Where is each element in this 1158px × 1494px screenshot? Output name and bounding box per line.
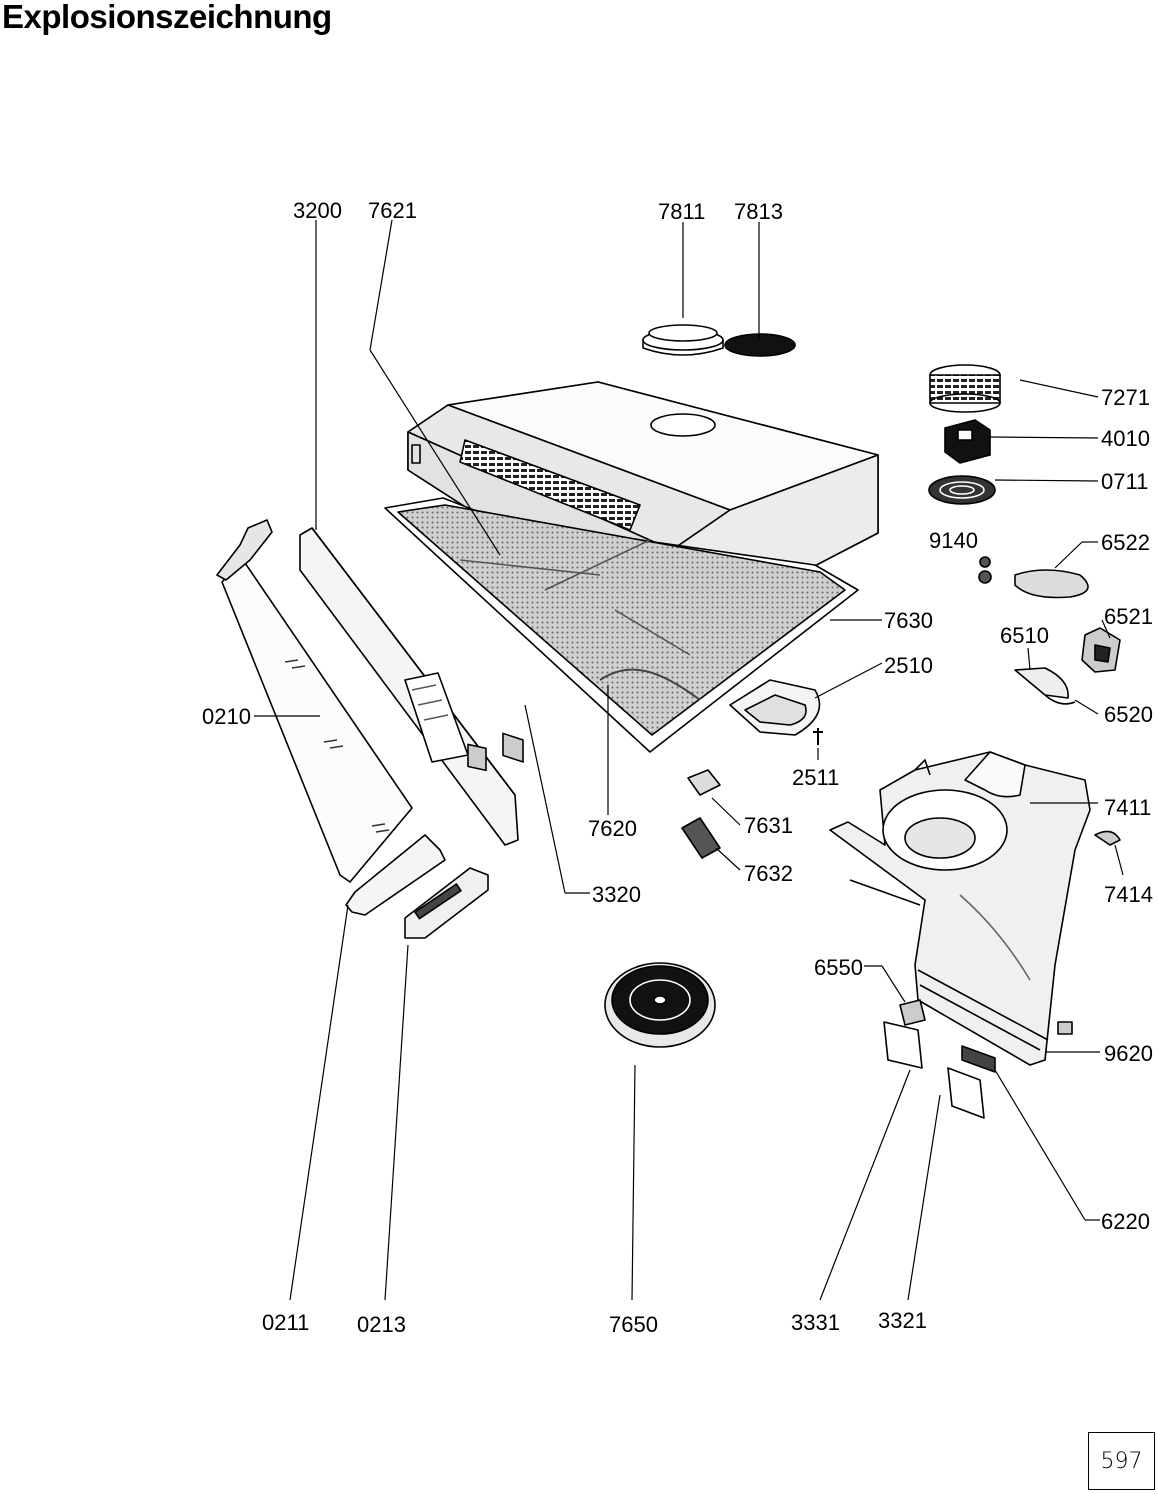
clip-3321 <box>947 1067 985 1119</box>
part-labels: 3200 7621 7811 7813 7271 4010 0711 9140 … <box>202 198 1153 1337</box>
part-label: 6550 <box>814 955 863 980</box>
part-label: 4010 <box>1101 426 1150 451</box>
part-label: 3331 <box>791 1310 840 1335</box>
part-label: 6522 <box>1101 530 1150 555</box>
part-label: 0210 <box>202 704 251 729</box>
carbon-filter-disc <box>724 333 796 357</box>
part-label: 3320 <box>592 882 641 907</box>
part-label: 7620 <box>588 816 637 841</box>
front-panel <box>299 527 519 846</box>
part-label: 6520 <box>1104 702 1153 727</box>
part-label: 7811 <box>658 199 705 224</box>
clip-3331 <box>883 1021 923 1069</box>
motor-fan-wheel <box>929 364 1001 413</box>
carbon-filter-round <box>604 962 716 1048</box>
part-label: 7621 <box>368 198 417 223</box>
part-label: 7631 <box>744 813 793 838</box>
clip-6220 <box>961 1045 996 1073</box>
exhaust-ring <box>642 324 724 356</box>
clip-7631 <box>687 769 721 796</box>
knob-7414 <box>1094 830 1121 846</box>
part-label: 9140 <box>929 528 978 553</box>
part-label: 7632 <box>744 861 793 886</box>
part-label: 0211 <box>262 1310 309 1335</box>
part-label: 7650 <box>609 1312 658 1337</box>
part-label: 6510 <box>1000 623 1049 648</box>
leader-lines <box>254 219 1124 1301</box>
motor-unit <box>944 419 991 464</box>
part-label: 3200 <box>293 198 342 223</box>
button-strip <box>404 867 489 939</box>
page-number: 597 <box>1088 1432 1155 1490</box>
clip-3320-a <box>467 743 487 772</box>
part-label: 3321 <box>878 1308 927 1333</box>
part-label: 7630 <box>884 608 933 633</box>
part-label: 6220 <box>1101 1209 1150 1234</box>
clip-7632 <box>681 817 721 859</box>
part-label: 9620 <box>1104 1041 1153 1066</box>
part-label: 7414 <box>1104 882 1153 907</box>
filter-frame <box>384 497 859 753</box>
glass-bracket-top <box>216 519 273 581</box>
part-label: 2510 <box>884 653 933 678</box>
clip-6550 <box>899 999 926 1026</box>
lamp-cover <box>1014 569 1089 599</box>
part-label: 7271 <box>1101 385 1150 410</box>
page-title: Explosionszeichnung <box>2 0 332 35</box>
part-label: 7411 <box>1104 795 1151 820</box>
screw <box>813 728 823 745</box>
part-label: 7813 <box>734 199 783 224</box>
washer <box>979 556 991 568</box>
motor-plate <box>928 475 996 505</box>
part-label: 0213 <box>357 1312 406 1337</box>
fan-housing <box>829 751 1091 1066</box>
part-label: 2511 <box>792 765 839 790</box>
glass-visor <box>221 559 413 883</box>
glass-bracket-bottom <box>345 834 446 916</box>
part-label: 0711 <box>1101 469 1148 494</box>
lamp-bulb <box>1014 667 1069 699</box>
part-label: 6521 <box>1104 604 1153 629</box>
clip-3320-b <box>502 732 524 763</box>
